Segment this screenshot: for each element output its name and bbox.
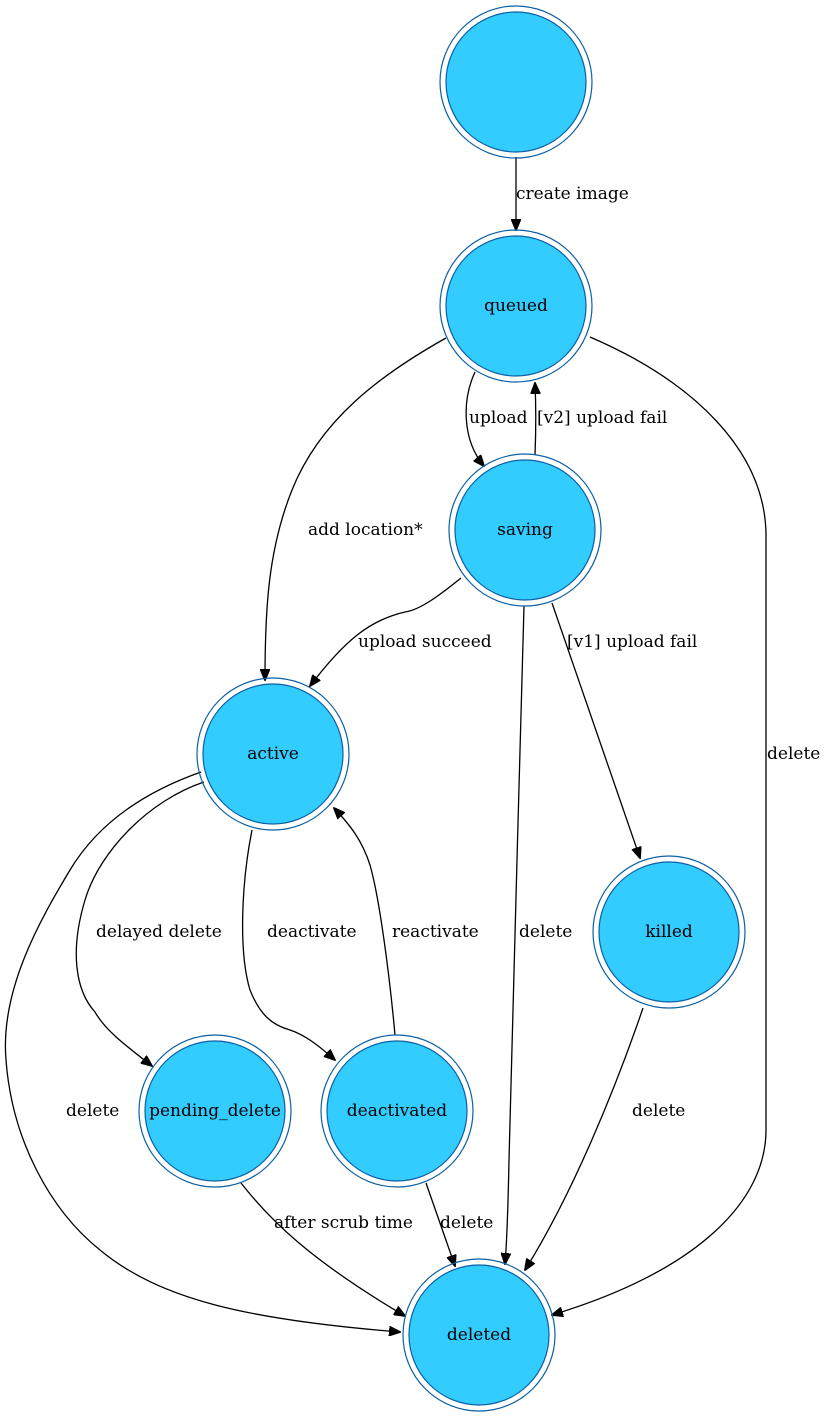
nodes: queued saving active killed pending_dele… [138, 5, 746, 1412]
edge-upload [465, 371, 484, 466]
node-queued: queued [439, 229, 593, 383]
edge-deactivated-delete [425, 1182, 455, 1266]
edge-active-delete [4, 771, 400, 1332]
node-queued-label: queued [484, 296, 548, 316]
label-deactivate: deactivate [267, 922, 357, 942]
edge-delayed-delete [75, 781, 205, 1066]
label-upload: upload [469, 408, 528, 428]
edges [4, 157, 767, 1332]
edge-add-location [265, 337, 447, 680]
label-active-delete: delete [66, 1101, 119, 1121]
node-active: active [196, 677, 350, 831]
edge-after-scrub-time [240, 1182, 405, 1316]
node-pending-delete-label: pending_delete [149, 1101, 281, 1121]
label-v1-upload-fail: [v1] upload fail [567, 632, 697, 652]
node-killed-label: killed [645, 922, 693, 942]
label-deactivated-delete: delete [440, 1213, 493, 1233]
label-v2-upload-fail: [v2] upload fail [537, 408, 667, 428]
edge-reactivate [334, 808, 396, 1036]
node-start [439, 5, 593, 159]
node-active-label: active [247, 744, 299, 764]
edge-killed-delete [525, 1007, 644, 1270]
label-saving-delete: delete [519, 922, 572, 942]
edge-v1-upload-fail [551, 602, 640, 858]
node-saving-label: saving [497, 520, 553, 540]
node-deactivated-label: deactivated [347, 1101, 447, 1121]
node-saving: saving [448, 453, 602, 607]
edge-deactivate [241, 829, 335, 1060]
edge-labels: create image upload [v2] upload fail add… [66, 184, 820, 1233]
edge-queued-delete [552, 336, 767, 1315]
edge-upload-succeed [310, 577, 462, 686]
edge-v2-upload-fail [535, 383, 536, 456]
label-after-scrub-time: after scrub time [274, 1213, 413, 1233]
label-add-location: add location* [308, 520, 423, 540]
label-delayed-delete: delayed delete [96, 922, 222, 942]
label-reactivate: reactivate [392, 922, 479, 942]
label-killed-delete: delete [632, 1101, 685, 1121]
node-deleted: deleted [402, 1258, 556, 1412]
node-pending-delete: pending_delete [138, 1034, 292, 1188]
edge-saving-delete [505, 605, 525, 1264]
label-create-image: create image [516, 184, 629, 204]
node-deactivated: deactivated [320, 1034, 474, 1188]
label-queued-delete: delete [767, 744, 820, 764]
label-upload-succeed: upload succeed [358, 632, 492, 652]
node-killed: killed [592, 855, 746, 1009]
node-deleted-label: deleted [447, 1325, 511, 1345]
